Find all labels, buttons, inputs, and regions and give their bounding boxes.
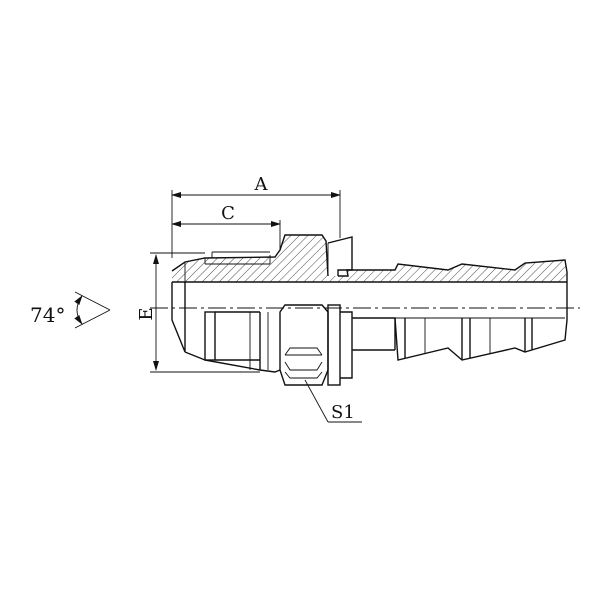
s1-label: S1 xyxy=(331,402,355,423)
dim-e-label: E xyxy=(136,307,157,320)
dimension-e: E xyxy=(136,252,260,373)
dim-c-label: C xyxy=(221,203,235,224)
dimension-a: A xyxy=(171,174,341,258)
barbed-stem xyxy=(352,282,568,361)
section-hatching xyxy=(172,235,567,282)
hex-size-callout: S1 xyxy=(304,379,362,423)
lower-exterior xyxy=(171,282,568,386)
angle-indicator: 74° xyxy=(30,291,111,329)
dimension-c: C xyxy=(171,203,281,250)
angle-label: 74° xyxy=(30,303,65,327)
dim-a-label: A xyxy=(254,174,269,195)
upper-section xyxy=(171,234,568,283)
